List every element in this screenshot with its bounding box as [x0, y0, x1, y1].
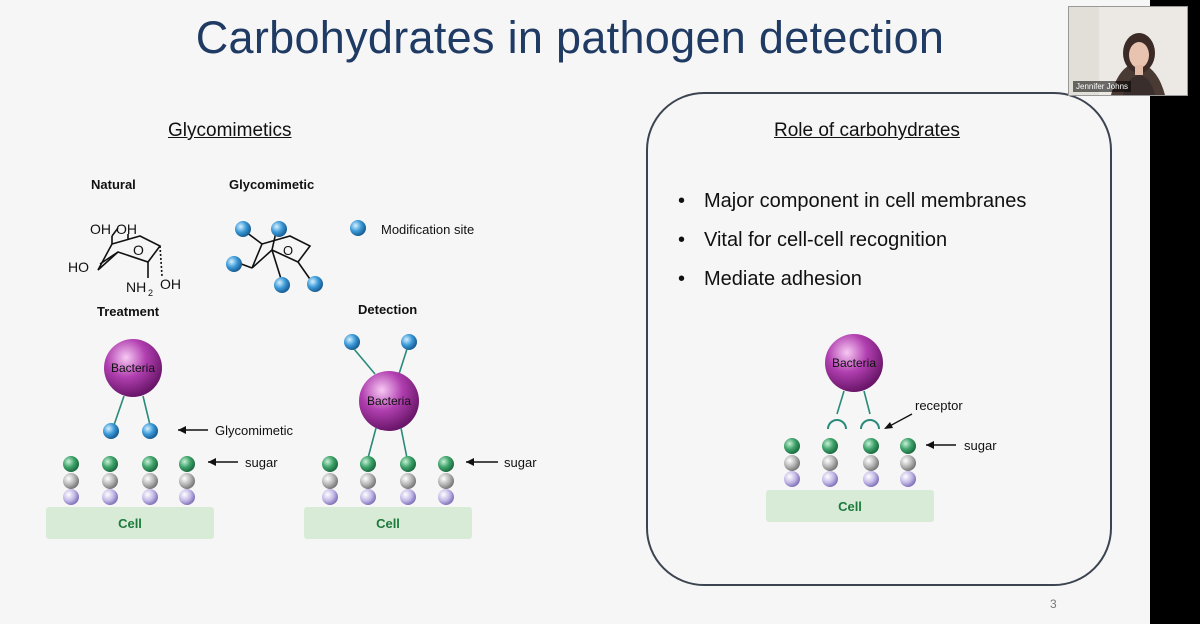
glycomimetic-label: Glycomimetic	[229, 177, 315, 192]
natural-sugar-structure	[97, 227, 163, 278]
detection-diagram	[304, 334, 498, 539]
natural-oh-1: OH	[90, 221, 111, 237]
legend-modification-sphere	[350, 220, 366, 236]
detection-sugar-arrow-label: sugar	[504, 455, 537, 470]
participant-video-tile[interactable]: Jennifer Johns	[1068, 6, 1188, 96]
glycomimetic-structure	[235, 231, 313, 283]
slide-page-number: 3	[1050, 597, 1057, 611]
glycomimetic-sphere	[142, 423, 158, 439]
natural-subscript-2: 2	[148, 288, 153, 298]
treatment-glycomimetic-arrow-label: Glycomimetic	[215, 423, 294, 438]
role-cell-membrane	[766, 490, 934, 522]
detection-bacteria-label: Bacteria	[367, 394, 411, 408]
receptor-shape	[827, 419, 847, 430]
treatment-cell-membrane	[46, 507, 214, 539]
glycomimetics-header: Glycomimetics	[168, 120, 292, 141]
detection-bacteria	[359, 371, 419, 431]
role-bullet-text: Major component in cell membranes	[704, 190, 1027, 212]
treatment-sugar-chains	[63, 456, 195, 505]
natural-ring-o: O	[133, 242, 144, 258]
modification-site-sphere	[271, 221, 287, 237]
role-header: Role of carbohydrates	[774, 120, 960, 141]
role-bullet-text: Mediate adhesion	[704, 268, 862, 290]
role-bullet-text: Vital for cell-cell recognition	[704, 229, 948, 251]
treatment-bacteria	[104, 339, 162, 397]
treatment-sugar-arrow-label: sugar	[245, 455, 278, 470]
modification-site-sphere	[235, 221, 251, 237]
role-sugar-chains	[784, 438, 916, 487]
participant-video-feed	[1069, 7, 1187, 95]
role-diagram: Bacteria receptor sugar Cell	[766, 334, 997, 522]
modification-site-sphere	[274, 277, 290, 293]
detection-sugar-chains	[322, 456, 454, 505]
right-black-bar	[1150, 0, 1200, 624]
receptor-shape	[860, 419, 880, 430]
role-bacteria	[825, 334, 883, 392]
diagram-canvas: OH OH O HO NH 2 OH O	[46, 220, 537, 539]
receptor-label: receptor	[915, 398, 963, 413]
role-sugar-arrow-label: sugar	[964, 438, 997, 453]
glycomimetic-ring-o: O	[283, 243, 293, 258]
presentation-slide: Carbohydrates in pathogen detection Glyc…	[46, 12, 1112, 611]
glycomimetic-sphere	[103, 423, 119, 439]
role-bacteria-label: Bacteria	[832, 356, 876, 370]
treatment-cell-label: Cell	[118, 516, 142, 531]
treatment-label: Treatment	[97, 304, 160, 319]
participant-name-tag: Jennifer Johns	[1073, 81, 1132, 92]
modification-site-label: Modification site	[381, 222, 475, 237]
natural-ho: HO	[68, 259, 89, 275]
treatment-bacteria-label: Bacteria	[111, 361, 155, 375]
natural-oh-2: OH	[116, 221, 137, 237]
detection-label: Detection	[358, 302, 418, 317]
slide-title: Carbohydrates in pathogen detection	[195, 12, 945, 63]
role-cell-label: Cell	[838, 499, 862, 514]
detection-cell-label: Cell	[376, 516, 400, 531]
natural-nh: NH	[126, 279, 146, 295]
natural-label: Natural	[91, 177, 136, 192]
detection-cell-membrane	[304, 507, 472, 539]
modification-site-sphere	[226, 256, 242, 272]
role-of-carbohydrates-panel: Role of carbohydrates •Major component i…	[646, 92, 1112, 586]
treatment-diagram	[46, 339, 238, 539]
modification-site-sphere	[307, 276, 323, 292]
natural-oh-3: OH	[160, 276, 181, 292]
